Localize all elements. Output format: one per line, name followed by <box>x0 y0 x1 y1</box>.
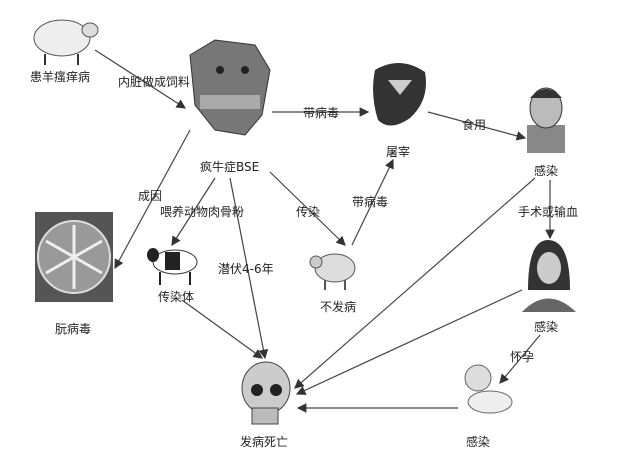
prion-petri-dish-illustration <box>35 212 113 302</box>
node-label-human: 感染 <box>534 164 559 178</box>
edge-label-infect: 传染 <box>296 205 321 219</box>
edge-label-bonemeal: 喂养动物肉骨粉 <box>160 205 245 219</box>
edge-label-eat: 食用 <box>462 118 487 132</box>
arrow-bse-to-prion <box>114 129 191 270</box>
arrow-bse-to-pig <box>269 171 346 246</box>
pig-illustration <box>309 253 356 290</box>
node-label-death: 发病死亡 <box>240 435 289 449</box>
sheep-illustration <box>33 19 99 65</box>
infected-woman-illustration <box>522 240 576 312</box>
node-label-prion: 朊病毒 <box>55 322 92 336</box>
arrow-bse-to-carrier <box>171 177 216 247</box>
infected-man-illustration <box>527 87 565 153</box>
arrow-human-to-death <box>294 177 536 389</box>
edge-label-cause: 成因 <box>138 189 163 203</box>
baby-illustration <box>464 364 513 414</box>
cow-illustration <box>147 248 198 285</box>
edge-label-incubation: 潜伏4-6年 <box>218 262 274 276</box>
edge-label-feed: 内脏做成饲料 <box>118 75 191 89</box>
node-label-slaughter: 屠宰 <box>386 145 411 159</box>
edge-label-virus-1: 带病毒 <box>303 106 340 120</box>
arrow-slaughter-to-human <box>427 111 527 141</box>
edge-label-pregnancy: 怀孕 <box>510 350 535 364</box>
edge-label-surgery: 手术或输血 <box>518 205 579 219</box>
skull-illustration <box>241 361 291 425</box>
node-label-carrier: 传染体 <box>158 290 195 304</box>
node-label-baby: 感染 <box>466 435 491 449</box>
arrow-sheep-to-bse <box>94 49 187 109</box>
node-label-pig: 不发病 <box>320 300 357 314</box>
arrow-woman-to-baby <box>499 334 541 384</box>
node-label-bse: 疯牛症BSE <box>200 160 260 174</box>
arrow-woman-to-death <box>295 289 523 395</box>
arrow-pig-to-slaughter <box>351 158 394 246</box>
arrows <box>94 49 555 413</box>
arrow-carrier-to-death <box>181 299 263 359</box>
edge-label-virus-2: 带病毒 <box>352 195 389 209</box>
node-label-sheep: 患羊瘙痒病 <box>30 70 91 84</box>
node-label-woman: 感染 <box>534 320 559 334</box>
meat-illustration <box>373 62 426 126</box>
arrow-bse-to-death <box>229 177 269 360</box>
mad-cow-illustration <box>189 39 271 136</box>
